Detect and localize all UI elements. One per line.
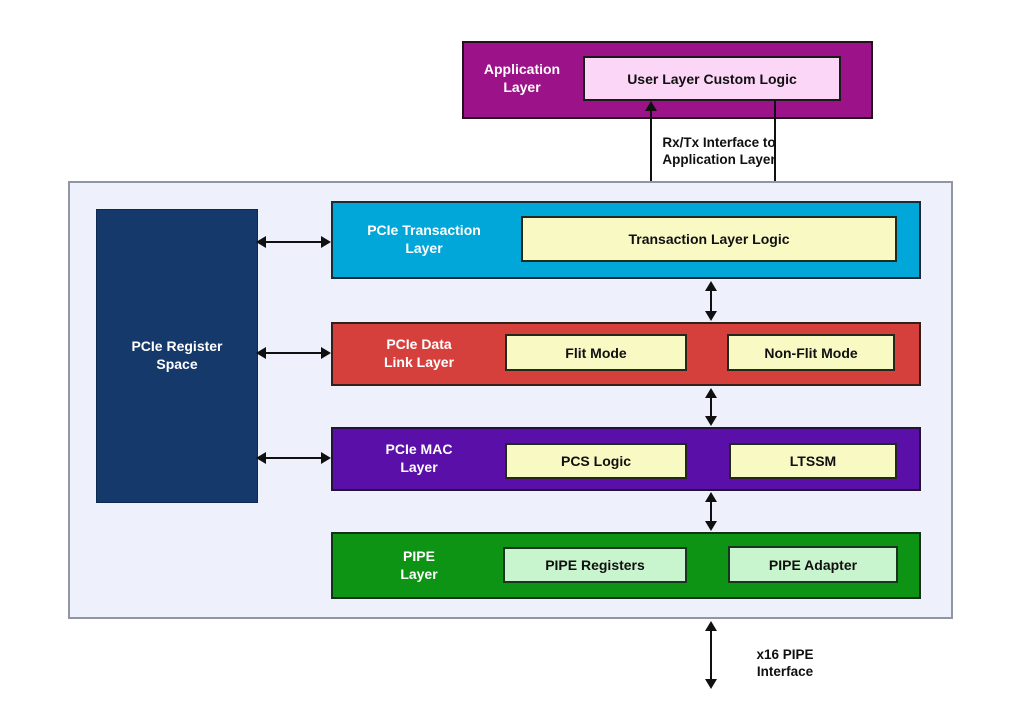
x16-pipe-interface-note: x16 PIPE Interface	[756, 646, 814, 679]
pipe-registers-block: PIPE Registers	[503, 547, 687, 583]
rx-tx-interface-note: Rx/Tx Interface to Application Layer	[662, 134, 776, 167]
pcie-mac-layer-label: PCIe MAC Layer	[385, 441, 453, 475]
non-flit-mode-block: Non-Flit Mode	[727, 334, 895, 371]
ltssm-label: LTSSM	[789, 453, 837, 469]
user-layer-custom-logic-label: User Layer Custom Logic	[627, 70, 797, 87]
ltssm-block: LTSSM	[729, 443, 897, 479]
user-layer-custom-logic-block: User Layer Custom Logic	[583, 56, 841, 101]
arrow-register-datalink-icon	[256, 346, 331, 360]
pcie-transaction-layer-label: PCIe Transaction Layer	[367, 222, 481, 256]
pipe-registers-label: PIPE Registers	[545, 557, 645, 573]
pcie-register-space-label: PCIe Register Space	[131, 338, 223, 372]
arrow-register-transaction-icon	[256, 235, 331, 249]
flit-mode-label: Flit Mode	[565, 344, 627, 361]
arrow-pipe-interface-icon	[704, 621, 718, 689]
arrow-register-mac-icon	[256, 451, 331, 465]
application-layer-label: Application Layer	[483, 61, 561, 95]
non-flit-mode-label: Non-Flit Mode	[764, 344, 858, 361]
pipe-adapter-label: PIPE Adapter	[768, 556, 858, 573]
transaction-layer-logic-label: Transaction Layer Logic	[628, 231, 790, 247]
transaction-layer-logic-block: Transaction Layer Logic	[521, 216, 897, 262]
pcie-data-link-layer-label: PCIe Data Link Layer	[383, 336, 455, 370]
arrow-datalink-mac-icon	[704, 388, 718, 426]
arrow-transaction-datalink-icon	[704, 281, 718, 321]
pipe-adapter-block: PIPE Adapter	[728, 546, 898, 583]
arrow-mac-pipe-icon	[704, 492, 718, 531]
arrow-up-to-application-icon	[644, 101, 658, 201]
pcs-logic-label: PCS Logic	[560, 453, 631, 469]
flit-mode-block: Flit Mode	[505, 334, 687, 371]
pcs-logic-block: PCS Logic	[505, 443, 687, 479]
pipe-layer-label: PIPE Layer	[400, 547, 438, 582]
